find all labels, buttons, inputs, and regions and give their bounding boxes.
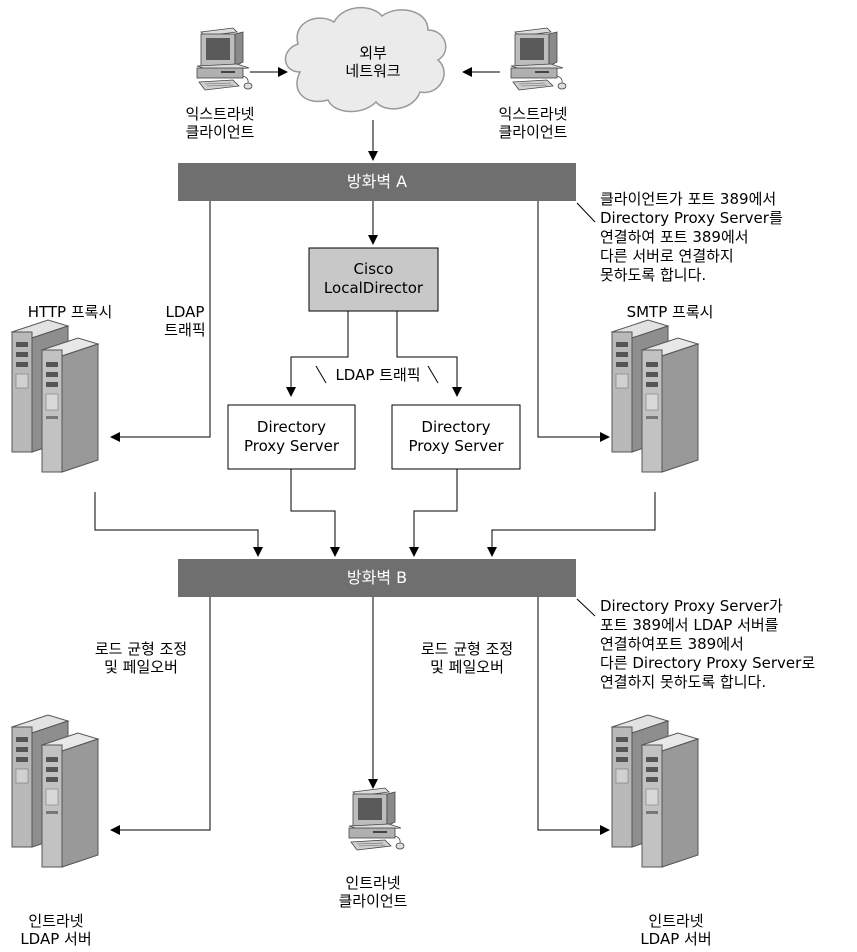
localdirector-line1: Cisco [309, 260, 438, 279]
extranet-left-line1: 익스트라넷 [155, 105, 285, 123]
ldap-server-right-label: 인트라넷 LDAP 서버 [620, 912, 732, 948]
callout-bottom-note: Directory Proxy Server가 포트 389에서 LDAP 서버… [600, 597, 815, 692]
callout-bottom-line: 연결하여포트 389에서 [600, 635, 815, 654]
callout-top-line: 다른 서버로 연결하지 [600, 247, 783, 266]
intranet-client-icon [349, 788, 404, 850]
dps-right-line2: Proxy Server [392, 437, 520, 456]
localdirector-label: Cisco LocalDirector [309, 260, 438, 298]
extranet-client-left-icon [197, 28, 252, 90]
dps-left-line1: Directory [228, 418, 355, 437]
callout-top-line: 클라이언트가 포트 389에서 [600, 190, 783, 209]
intranet-client-line2: 클라이언트 [318, 892, 428, 910]
arrow-dps-left-to-firewall-b [291, 469, 335, 556]
arrow-smtp-proxy-to-firewall-b [492, 492, 655, 556]
ldap-server-right-line2: LDAP 서버 [620, 930, 732, 948]
callout-bottom-line: 포트 389에서 LDAP 서버를 [600, 616, 815, 635]
callout-line-top [577, 203, 595, 222]
ldap-server-left-line1: 인트라넷 [0, 912, 112, 930]
firewall-a-label: 방화벽 A [178, 172, 576, 192]
callout-line-bottom [577, 599, 595, 616]
callout-bottom-line: 다른 Directory Proxy Server로 [600, 654, 815, 673]
callout-top-line: 연결하여 포트 389에서 [600, 228, 783, 247]
arrow-to-smtp-proxy [538, 201, 609, 437]
arrow-dps-right-to-firewall-b [414, 469, 457, 556]
intranet-client-line1: 인트라넷 [318, 874, 428, 892]
load-balance-left-label: 로드 균형 조정 및 페일오버 [78, 640, 204, 676]
load-balance-right-label: 로드 균형 조정 및 페일오버 [404, 640, 530, 676]
dps-left-label: Directory Proxy Server [228, 418, 355, 456]
ldap-server-left-icon [12, 715, 98, 867]
cloud-label-line1: 외부 [330, 44, 416, 62]
dps-right-label: Directory Proxy Server [392, 418, 520, 456]
arrow-to-ldap-right [538, 597, 609, 830]
extranet-right-line2: 클라이언트 [468, 123, 598, 141]
callout-top-line: 못하도록 합니다. [600, 266, 783, 285]
extranet-left-line2: 클라이언트 [155, 123, 285, 141]
ldap-traffic-center-label: LDAP 트래픽 [326, 366, 430, 384]
load-balance-right-line2: 및 페일오버 [404, 658, 530, 676]
ldap-server-right-icon [612, 715, 698, 867]
load-balance-left-line1: 로드 균형 조정 [78, 640, 204, 658]
intranet-client-label: 인트라넷 클라이언트 [318, 874, 428, 910]
callout-top-line: Directory Proxy Server를 [600, 209, 783, 228]
extranet-left-label: 익스트라넷 클라이언트 [155, 105, 285, 141]
arrow-to-ldap-left [111, 597, 210, 830]
ldap-traffic-side-line2: 트래픽 [155, 321, 215, 339]
ldap-server-left-line2: LDAP 서버 [0, 930, 112, 948]
callout-bottom-line: Directory Proxy Server가 [600, 597, 815, 616]
smtp-proxy-server-icon [612, 320, 698, 472]
dps-left-line2: Proxy Server [228, 437, 355, 456]
localdirector-line2: LocalDirector [309, 279, 438, 298]
http-proxy-server-icon [12, 320, 98, 472]
cloud-label: 외부 네트워크 [330, 44, 416, 80]
ldap-traffic-side-line1: LDAP [155, 303, 215, 321]
smtp-proxy-label: SMTP 프록시 [605, 303, 735, 321]
ldap-traffic-center-text: LDAP 트래픽 [335, 366, 420, 384]
http-proxy-label: HTTP 프록시 [10, 303, 130, 321]
cloud-label-line2: 네트워크 [330, 62, 416, 80]
ldap-traffic-side-label: LDAP 트래픽 [155, 303, 215, 339]
callout-bottom-line: 연결하지 못하도록 합니다. [600, 673, 815, 692]
dps-right-line1: Directory [392, 418, 520, 437]
ldap-server-left-label: 인트라넷 LDAP 서버 [0, 912, 112, 948]
extranet-client-right-icon [511, 28, 566, 90]
load-balance-right-line1: 로드 균형 조정 [404, 640, 530, 658]
callout-top-note: 클라이언트가 포트 389에서 Directory Proxy Server를 … [600, 190, 783, 285]
load-balance-left-line2: 및 페일오버 [78, 658, 204, 676]
extranet-right-line1: 익스트라넷 [468, 105, 598, 123]
arrow-http-proxy-to-firewall-b [95, 492, 258, 556]
ldap-label-tick-left [316, 366, 326, 383]
firewall-b-label: 방화벽 B [178, 568, 576, 588]
ldap-server-right-line1: 인트라넷 [620, 912, 732, 930]
extranet-right-label: 익스트라넷 클라이언트 [468, 105, 598, 141]
